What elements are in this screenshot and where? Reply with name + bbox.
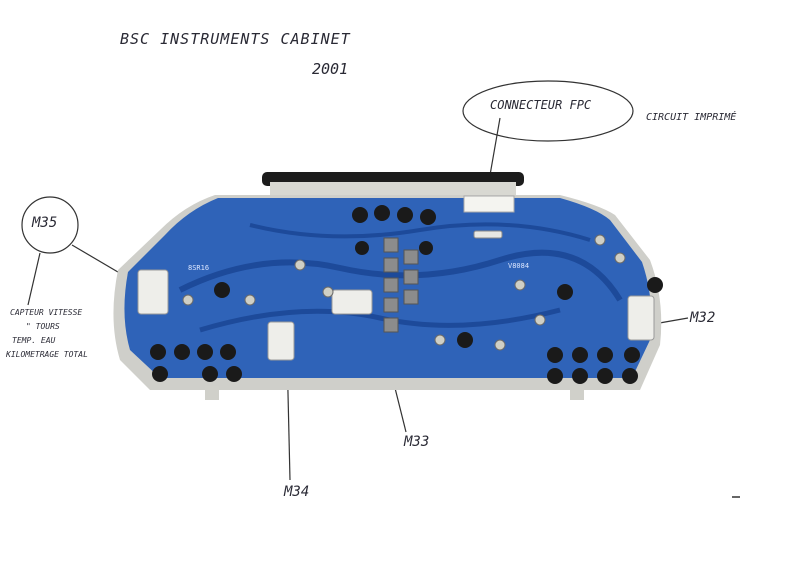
m35-note-kilometrage: KILOMETRAGE TOTAL xyxy=(6,350,88,359)
connector-fpc xyxy=(463,195,515,213)
bulb-socket xyxy=(647,277,663,293)
circle-connecteur-fpc xyxy=(462,80,634,142)
boss xyxy=(322,286,334,298)
bulb-socket xyxy=(197,344,213,360)
boss xyxy=(434,334,446,346)
mounting-bosses xyxy=(182,234,626,351)
board-mark-8sr16: 8SR16 xyxy=(188,264,209,272)
boss xyxy=(614,252,626,264)
led-column xyxy=(383,237,419,333)
pcb-trace xyxy=(199,307,561,333)
bulb-socket xyxy=(202,366,218,382)
bulb-socket xyxy=(624,347,640,363)
boss xyxy=(294,259,306,271)
bulb-socket xyxy=(220,344,236,360)
bulb-socket xyxy=(547,347,563,363)
bulb-socket xyxy=(597,368,613,384)
bulb-socket xyxy=(622,368,638,384)
boss xyxy=(534,314,546,326)
bulb-socket xyxy=(214,282,230,298)
mount-foot xyxy=(570,386,584,400)
connector-m34 xyxy=(267,321,295,361)
label-m35: M35 xyxy=(32,215,58,231)
led xyxy=(383,297,399,313)
connector-m32 xyxy=(627,295,655,341)
bulb-socket xyxy=(572,347,588,363)
label-m33: M33 xyxy=(404,434,430,450)
boss xyxy=(494,339,506,351)
boss xyxy=(594,234,606,246)
bulb-socket xyxy=(174,344,190,360)
led xyxy=(403,249,419,265)
connector-fpc-slot xyxy=(473,230,503,239)
bulb-socket xyxy=(150,344,166,360)
m35-note-temp-eau: TEMP. EAU xyxy=(12,336,56,345)
board-mark-v8084: V8084 xyxy=(508,262,529,270)
connector-m35 xyxy=(137,269,169,315)
page-year: 2001 xyxy=(312,60,349,78)
label-circuit-imprime: CIRCUIT IMPRIMÉ xyxy=(646,112,737,123)
m35-note-tours: " TOURS xyxy=(26,322,60,331)
bulb-socket xyxy=(397,207,413,223)
page-title: BSC INSTRUMENTS CABINET xyxy=(120,30,351,48)
pcb-trace xyxy=(178,249,623,302)
mount-foot xyxy=(205,386,219,400)
led xyxy=(403,289,419,305)
bulb-socket xyxy=(547,368,563,384)
pcb-trace xyxy=(249,222,591,242)
bulb-socket xyxy=(557,284,573,300)
boss xyxy=(182,294,194,306)
led xyxy=(403,269,419,285)
bulb-socket xyxy=(597,347,613,363)
bulb-socket xyxy=(226,366,242,382)
led xyxy=(383,317,399,333)
label-connecteur-fpc: CONNECTEUR FPC xyxy=(490,98,592,112)
connector-m33 xyxy=(331,289,373,315)
bulb-socket xyxy=(152,366,168,382)
bulb-socket xyxy=(355,241,369,255)
led xyxy=(383,277,399,293)
led xyxy=(383,257,399,273)
bulb-socket xyxy=(420,209,436,225)
label-m32: M32 xyxy=(690,310,716,326)
circle-m35 xyxy=(21,196,79,254)
led xyxy=(383,237,399,253)
m35-note-capteur-vitesse: CAPTEUR VITESSE xyxy=(10,308,83,317)
leader-m35-notes xyxy=(27,252,41,306)
label-m34: M34 xyxy=(284,484,310,500)
bulb-socket xyxy=(572,368,588,384)
bulb-socket xyxy=(352,207,368,223)
bulb-sockets xyxy=(150,205,663,384)
boss xyxy=(514,279,526,291)
bulb-socket xyxy=(419,241,433,255)
boss xyxy=(244,294,256,306)
bulb-socket xyxy=(457,332,473,348)
bulb-socket xyxy=(374,205,390,221)
